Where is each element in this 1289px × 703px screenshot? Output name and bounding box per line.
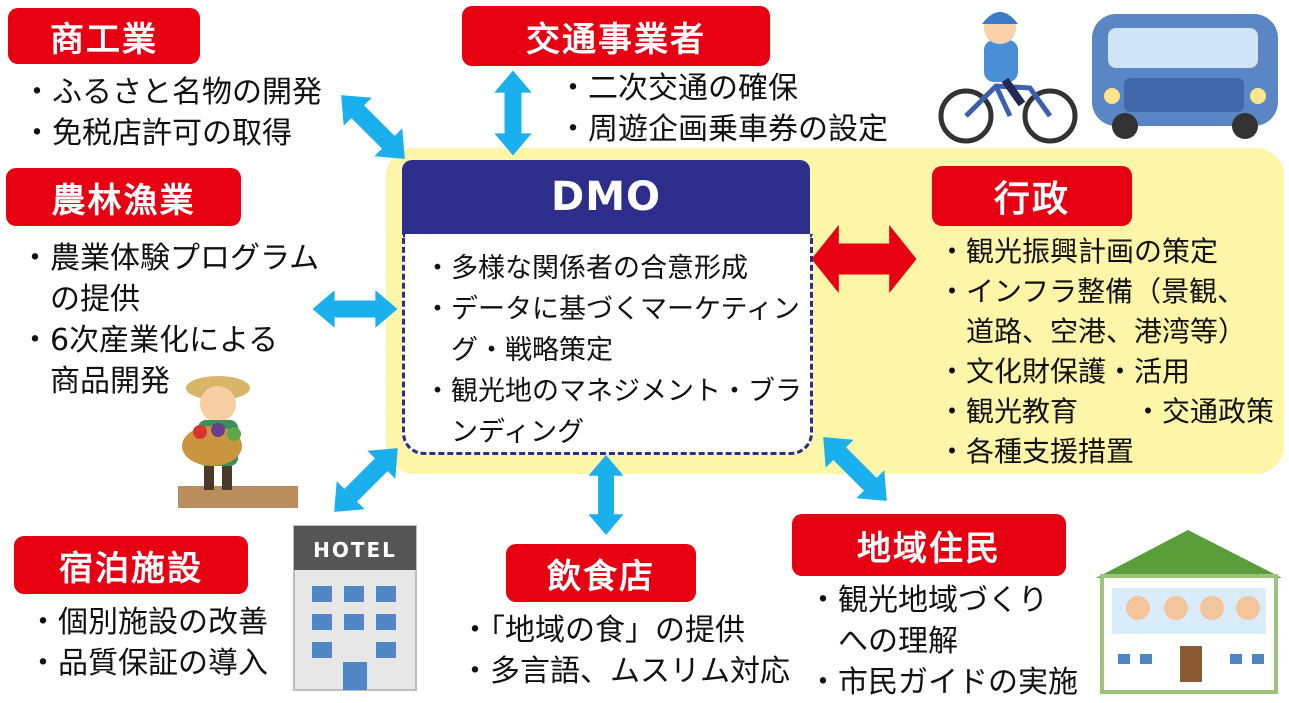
residents-text: ・観光地域づくり への理解・市民ガイドの実施 bbox=[808, 580, 1078, 703]
agriculture-text: ・農業体験プログラム の提供・6次産業化による 商品開発 bbox=[20, 238, 319, 402]
dmo-line: ・多様な関係者の合意形成 bbox=[424, 253, 748, 284]
agriculture-line: ・6次産業化による bbox=[20, 323, 279, 358]
lodging-text: ・個別施設の改善・品質保証の導入 bbox=[28, 602, 268, 684]
transport-line: ・二次交通の確保 bbox=[558, 71, 798, 106]
residents-line: ・観光地域づくり bbox=[808, 583, 1048, 618]
agriculture-line: 商品開発 bbox=[20, 364, 170, 399]
government-text: ・観光振興計画の策定・インフラ整備（景観、 道路、空港、港湾等） ・文化財保護・活… bbox=[938, 232, 1274, 472]
residents-label: 地域住民 bbox=[792, 514, 1066, 576]
residents-line: ・市民ガイドの実施 bbox=[808, 665, 1078, 700]
commerce-label: 商工業 bbox=[8, 8, 200, 64]
agriculture-label: 農林漁業 bbox=[6, 168, 241, 226]
government-line: ・文化財保護・活用 bbox=[938, 355, 1191, 388]
government-line: 道路、空港、港湾等） bbox=[938, 315, 1247, 348]
residents-house-illustration bbox=[1096, 530, 1282, 694]
government-line: ・各種支援措置 bbox=[938, 435, 1135, 468]
commerce-line: ・ふるさと名物の開発 bbox=[22, 75, 322, 110]
lodging-label: 宿泊施設 bbox=[14, 536, 248, 594]
government-line: ・インフラ整備（景観、 bbox=[938, 275, 1246, 308]
government-label: 行政 bbox=[932, 166, 1132, 226]
lodging-line: ・個別施設の改善 bbox=[28, 605, 268, 640]
bus-illustration bbox=[1092, 14, 1278, 139]
restaurant-label: 飲食店 bbox=[506, 544, 696, 602]
farmer-illustration bbox=[178, 376, 298, 508]
dmo-line: ・観光地のマネジメント・ブラ bbox=[424, 376, 802, 407]
agriculture-line: ・農業体験プログラム bbox=[20, 241, 320, 276]
restaurant-line: ・多言語、ムスリム対応 bbox=[460, 654, 790, 689]
dmo-box bbox=[402, 234, 813, 455]
transport-label: 交通事業者 bbox=[462, 6, 770, 66]
dmo-title: DMO bbox=[402, 160, 810, 234]
hotel-sign: HOTEL bbox=[313, 538, 397, 562]
dmo-description: ・多様な関係者の合意形成・データに基づくマーケティン グ・戦略策定・観光地のマネ… bbox=[424, 248, 802, 453]
government-line: ・観光教育 ・交通政策 bbox=[938, 395, 1275, 428]
government-line: ・観光振興計画の策定 bbox=[938, 235, 1219, 268]
cyclist-illustration bbox=[938, 12, 1078, 144]
restaurant-text: ・「地域の食」の提供・多言語、ムスリム対応 bbox=[460, 610, 790, 692]
lodging-line: ・品質保証の導入 bbox=[28, 646, 268, 681]
residents-line: への理解 bbox=[808, 624, 958, 659]
dmo-line: グ・戦略策定 bbox=[424, 335, 613, 366]
dmo-line: ・データに基づくマーケティン bbox=[424, 294, 800, 325]
hotel-illustration bbox=[293, 525, 417, 691]
commerce-line: ・免税店許可の取得 bbox=[22, 116, 292, 151]
transport-text: ・二次交通の確保・周遊企画乗車券の設定 bbox=[558, 68, 888, 150]
restaurant-line: ・「地域の食」の提供 bbox=[460, 613, 745, 648]
commerce-text: ・ふるさと名物の開発・免税店許可の取得 bbox=[22, 72, 322, 154]
agriculture-line: の提供 bbox=[20, 282, 140, 317]
dmo-line: ンディング bbox=[424, 417, 585, 448]
transport-line: ・周遊企画乗車券の設定 bbox=[558, 112, 888, 147]
